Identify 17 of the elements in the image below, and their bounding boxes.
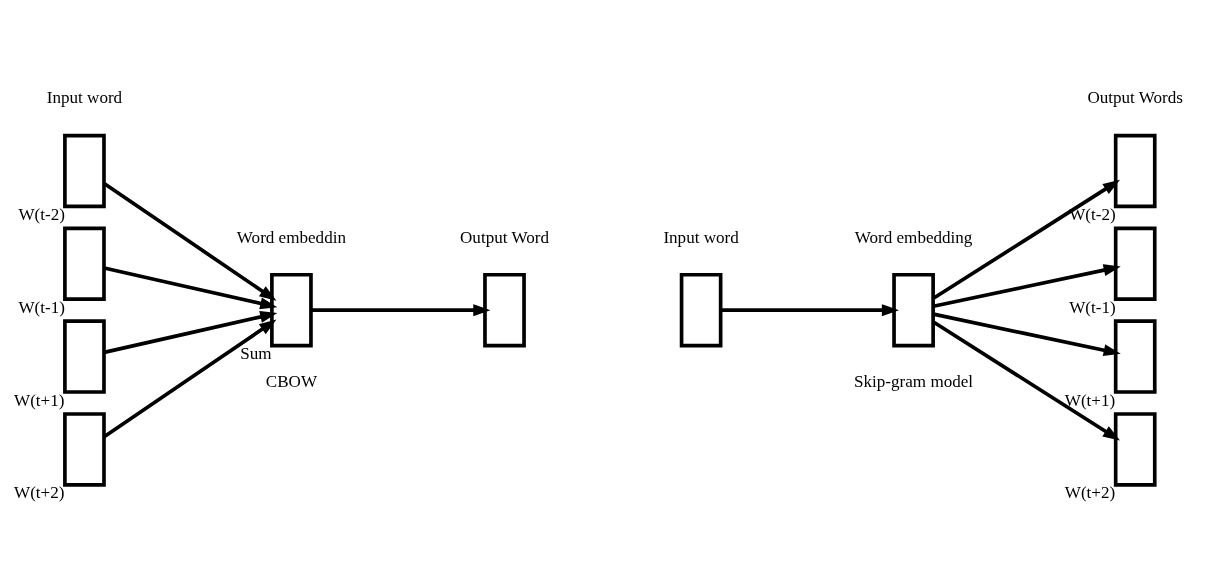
label: Output Words xyxy=(1087,87,1183,107)
label: Output Word xyxy=(460,227,549,247)
label: Skip-gram model xyxy=(854,371,974,391)
node-label: W(t-2) xyxy=(18,204,65,224)
label: Input word xyxy=(46,87,123,107)
node-label: W(t+1) xyxy=(1064,390,1116,410)
node-label: W(t+2) xyxy=(14,482,65,502)
node-label: W(t+1) xyxy=(14,390,65,410)
node-label: W(t-2) xyxy=(1069,204,1116,224)
node-label: W(t+2) xyxy=(1064,482,1116,502)
label: Word embedding xyxy=(854,227,973,247)
label: CBOW xyxy=(265,371,318,391)
label: Input word xyxy=(663,227,739,247)
label: Word embeddin xyxy=(236,227,346,247)
node-label: W(t-1) xyxy=(1069,297,1116,317)
node-label: W(t-1) xyxy=(18,297,65,317)
node-label: Sum xyxy=(240,343,272,363)
